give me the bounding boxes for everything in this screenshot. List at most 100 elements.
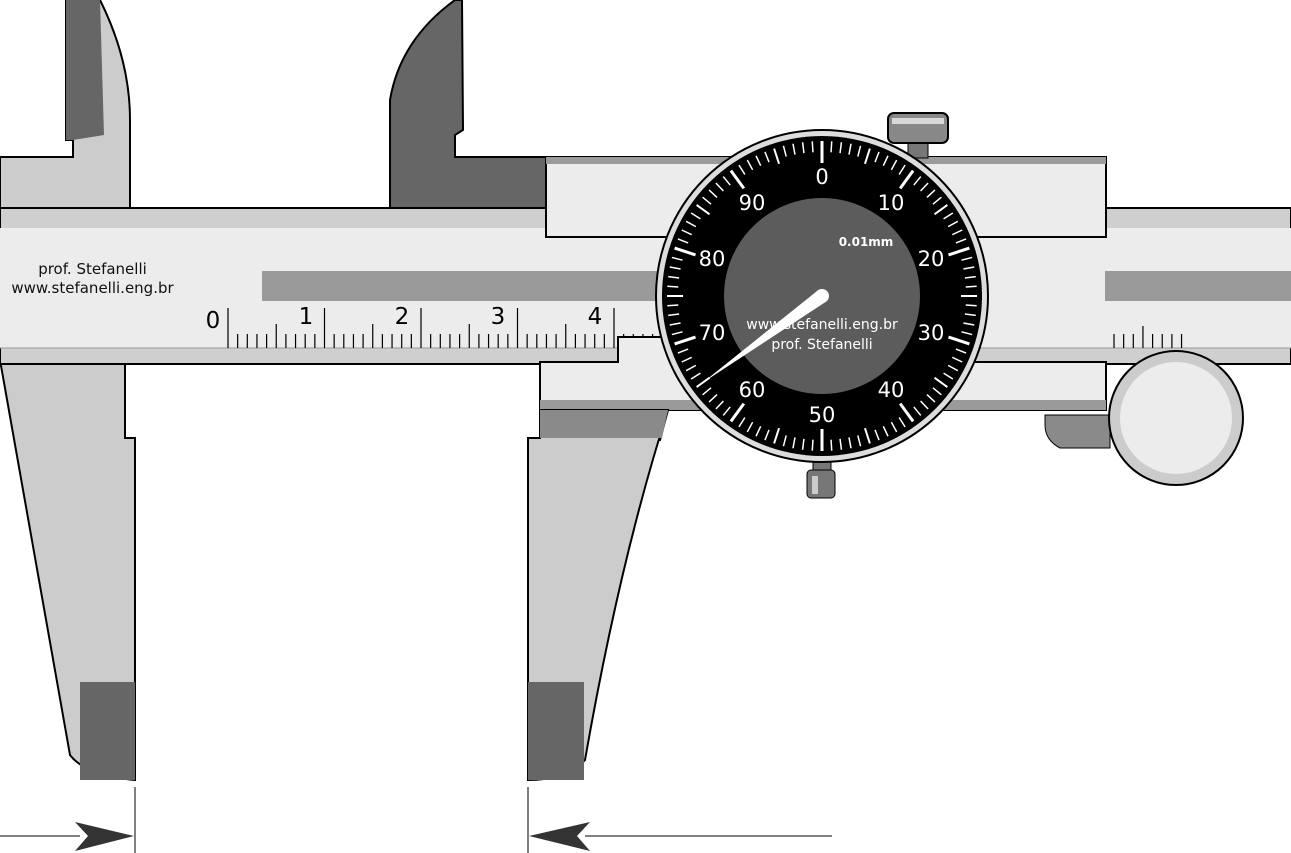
- dial-label-50: 50: [809, 403, 836, 427]
- dial-tick: [961, 331, 973, 336]
- dial-label-60: 60: [739, 378, 766, 402]
- dial-tick: [685, 220, 697, 228]
- dial-tick: [890, 421, 898, 433]
- dial-tick: [898, 169, 915, 190]
- dial-tick: [948, 246, 970, 257]
- dial-tick: [677, 348, 689, 354]
- dial-tick: [746, 159, 754, 171]
- fixed-jaw: [0, 0, 136, 782]
- dial-tick: [729, 169, 746, 190]
- dial-tick: [898, 402, 915, 423]
- scale-label-2: 2: [395, 304, 410, 330]
- dial-tick: [963, 322, 975, 326]
- scale-label-4: 4: [588, 304, 603, 330]
- dial-tick: [722, 176, 731, 186]
- dial-tick: [830, 141, 833, 153]
- dial-needle: [702, 289, 829, 383]
- dial-tick: [738, 164, 746, 175]
- dial-tick: [755, 425, 762, 437]
- dial-tick: [773, 148, 780, 165]
- dial-tick: [961, 256, 973, 261]
- dial-tick: [955, 348, 967, 354]
- dial-tick: [947, 220, 959, 228]
- dial-tick: [848, 143, 852, 155]
- dial-tick: [674, 335, 696, 346]
- dial-tick: [951, 229, 963, 236]
- dial-tick: [782, 435, 787, 447]
- dial-tick: [681, 229, 693, 236]
- bezel-lock-knob[interactable]: [887, 112, 949, 159]
- dial-tick: [708, 394, 718, 403]
- dial-tick: [671, 256, 683, 261]
- dial-label-80: 80: [699, 247, 726, 271]
- dial-tick: [677, 238, 689, 244]
- thumb-wheel[interactable]: [1044, 350, 1244, 486]
- dial-tick: [764, 151, 770, 163]
- dial-label-70: 70: [699, 321, 726, 345]
- watermark-credit: prof. Stefanelli www.stefanelli.eng.br: [0, 260, 185, 298]
- watermark-url: www.stefanelli.eng.br: [11, 279, 174, 297]
- dial-label-40: 40: [878, 378, 905, 402]
- dial-tick: [864, 427, 871, 444]
- dial-tick: [920, 400, 929, 410]
- dial-tick: [951, 356, 963, 363]
- dial-tick: [882, 425, 889, 437]
- dial-label-10: 10: [878, 191, 905, 215]
- dial-tick: [690, 372, 701, 380]
- dial-tick: [685, 364, 697, 372]
- dial-tick: [764, 429, 770, 441]
- dial-tick: [671, 331, 683, 336]
- dial-brand-name: prof. Stefanelli: [771, 337, 872, 353]
- dial-gauge: 0 10 20 30 40 50 60 70 80 90 0.01mm www.…: [655, 112, 989, 499]
- dial-tick: [933, 376, 948, 388]
- dial-tick: [874, 151, 880, 163]
- dial-tick: [933, 204, 948, 216]
- dial-tick: [964, 313, 976, 317]
- dial-tick: [926, 394, 936, 403]
- dial-tick: [864, 148, 871, 165]
- dial-tick: [882, 155, 889, 167]
- dial-tick: [667, 304, 679, 307]
- dial-tick: [947, 364, 959, 372]
- dial-tick: [857, 145, 862, 157]
- dial-tick: [830, 439, 833, 451]
- dial-tick: [920, 182, 929, 192]
- scale-label-3: 3: [491, 304, 506, 330]
- dial-tick: [690, 212, 701, 220]
- watermark-name: prof. Stefanelli: [38, 260, 147, 278]
- dial-tick: [913, 176, 922, 186]
- dial-tick: [669, 322, 681, 326]
- dial-tick: [965, 285, 977, 288]
- dial-tick: [668, 313, 680, 317]
- dial-tick: [932, 196, 942, 205]
- dial-tick: [667, 285, 679, 288]
- dial-tick: [965, 304, 977, 307]
- dial-tick: [811, 141, 814, 153]
- dial-tick: [792, 143, 796, 155]
- dial-tick: [898, 164, 906, 175]
- dial-tick: [708, 189, 718, 198]
- dial-tick: [801, 438, 805, 450]
- dial-tick: [755, 155, 762, 167]
- dial-tick: [715, 182, 724, 192]
- main-scale-labels: 0 1 2 3 4: [206, 304, 603, 334]
- left-arrow-head: [75, 822, 134, 851]
- dial-ticks: [667, 141, 977, 451]
- dial-tick: [943, 372, 954, 380]
- main-scale-ticks: [227, 308, 663, 348]
- dial-tick: [874, 429, 880, 441]
- dial-tick: [801, 142, 805, 154]
- dial-tick: [738, 417, 746, 428]
- dial-tick: [782, 145, 787, 157]
- dial-tick: [729, 402, 746, 423]
- dial-tick: [811, 439, 814, 451]
- dial-tick: [913, 406, 922, 416]
- dial-tick: [943, 212, 954, 220]
- dial-tick: [668, 275, 680, 279]
- dial-tick: [674, 246, 696, 257]
- dial-tick: [898, 417, 906, 428]
- dial-tick: [773, 427, 780, 444]
- dial-tick: [696, 204, 711, 216]
- dial-tick: [792, 437, 796, 449]
